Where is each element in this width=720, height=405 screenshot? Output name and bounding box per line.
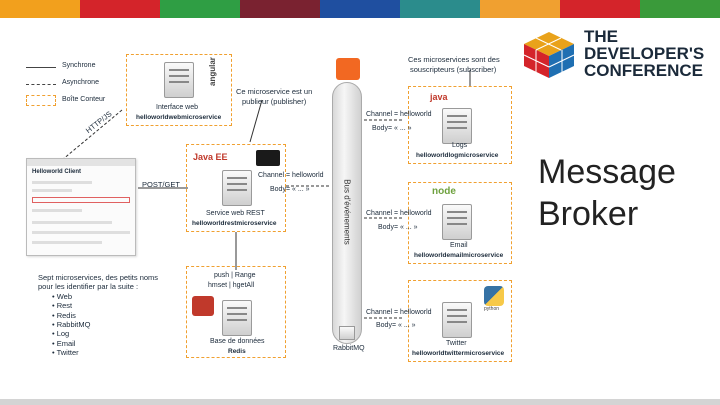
summary-head-1: Sept microservices, des petits noms (38, 273, 159, 282)
event-bus (332, 82, 362, 344)
summary-item: • Redis (52, 310, 76, 320)
stripe-segment (160, 0, 240, 18)
rest-body: Body= « ... » (270, 186, 310, 193)
summary-item: • Web (52, 292, 72, 301)
db-server-icon (222, 300, 252, 336)
db-service: Redis (228, 348, 246, 355)
logo-line-1: THE (584, 27, 618, 46)
mock-line (32, 209, 82, 212)
summary-item: • Log (52, 329, 70, 339)
logo-line-3: CONFERENCE (584, 61, 704, 80)
java-icon: java (430, 92, 448, 102)
web-client-screenshot: Helloworld Client (26, 158, 136, 256)
mock-line (32, 221, 112, 224)
container-legend-icon (26, 95, 56, 106)
twitter-server-icon (442, 302, 472, 338)
post-label: POST/GET (142, 180, 180, 189)
mock-line (32, 189, 72, 192)
twitter-body: Body= « ... » (376, 322, 416, 329)
publisher-note-1: Ce microservice est un (236, 87, 313, 96)
stripe-segment (480, 0, 560, 18)
rest-label: Service web REST (206, 210, 265, 217)
mock-title: Helloworld Client (32, 169, 82, 175)
summary-item: • RabbitMQ (52, 319, 91, 329)
http-arrow (61, 109, 123, 161)
python-icon: python (484, 306, 500, 312)
stripe-segment (320, 0, 400, 18)
stripe-segment (0, 0, 80, 18)
email-channel: Channel = helloworld (366, 210, 432, 217)
publisher-note-2: publieur (publisher) (242, 97, 307, 106)
email-service: helloworldemailmicroservice (414, 252, 504, 259)
db-box (186, 266, 286, 358)
web-service: helloworldwebmicroservice (136, 114, 222, 121)
python-logo-icon (484, 286, 504, 306)
web-label: Interface web (156, 104, 199, 111)
summary-head-2: pour les identifier par la suite : (38, 282, 139, 291)
twitter-label: Twitter (446, 340, 467, 347)
javaee-icon: Java EE (193, 152, 228, 162)
logs-service: helloworldlogmicroservice (416, 152, 499, 159)
logo-line-2: DEVELOPER'S (584, 44, 705, 63)
email-label: Email (450, 242, 468, 249)
rest-box (186, 144, 286, 232)
async-line-icon (26, 84, 56, 85)
stripe-segment (640, 0, 720, 18)
summary-item: • Twitter (52, 347, 79, 357)
node-icon: node (432, 186, 456, 197)
mock-input (32, 197, 130, 203)
slide-title-line-1: Message (538, 153, 676, 191)
rabbitmq-logo-icon (336, 58, 360, 80)
color-stripe (0, 0, 720, 18)
twitter-channel: Channel = helloworld (366, 309, 432, 316)
db-label: Base de données (210, 338, 265, 345)
conference-logo-icon (523, 32, 575, 78)
subscribers-note-2: souscripteurs (subscriber) (410, 65, 497, 74)
push-label-2: hmset | hgetAll (208, 282, 255, 289)
logs-label: Logs (452, 142, 468, 149)
publisher-arrow (249, 99, 263, 143)
terminal-icon (256, 150, 280, 166)
mock-titlebar (27, 159, 135, 166)
stripe-segment (80, 0, 160, 18)
redis-icon (192, 296, 214, 316)
stripe-segment (400, 0, 480, 18)
slide-title-line-2: Broker (538, 195, 639, 233)
push-label-1: push | Range (214, 272, 256, 279)
rest-service: helloworldrestmicroservice (192, 220, 277, 227)
summary-item: • Email (52, 338, 76, 348)
bus-name: RabbitMQ (333, 345, 365, 352)
mock-line (32, 241, 102, 244)
logs-box (408, 86, 512, 164)
bottom-bar (0, 399, 720, 405)
mock-line (32, 181, 92, 184)
bus-server-icon (339, 326, 355, 340)
rest-channel: Channel = helloworld (258, 172, 324, 179)
stripe-segment (240, 0, 320, 18)
email-box (408, 182, 512, 264)
angular-icon: angular (208, 57, 217, 86)
email-body: Body= « ... » (378, 224, 418, 231)
twitter-service: helloworldtwittermicroservice (412, 350, 505, 357)
web-box (126, 54, 232, 126)
logs-channel: Channel = helloworld (366, 111, 432, 118)
bus-label: Bus d'événements (342, 179, 352, 245)
twitter-box (408, 280, 512, 362)
subscribers-note-1: Ces microservices sont des (408, 55, 500, 64)
legend-async: Asynchrone (62, 79, 99, 86)
web-server-icon (164, 62, 194, 98)
logs-server-icon (442, 108, 472, 144)
stripe-segment (560, 0, 640, 18)
legend-sync: Synchrone (62, 62, 96, 69)
legend-container: Boîte Conteur (62, 96, 106, 103)
email-server-icon (442, 204, 472, 240)
logs-body: Body= « ... » (372, 125, 412, 132)
rest-server-icon (222, 170, 252, 206)
sync-line-icon (26, 67, 56, 68)
summary-item: • Rest (52, 301, 73, 311)
mock-line (32, 231, 130, 234)
